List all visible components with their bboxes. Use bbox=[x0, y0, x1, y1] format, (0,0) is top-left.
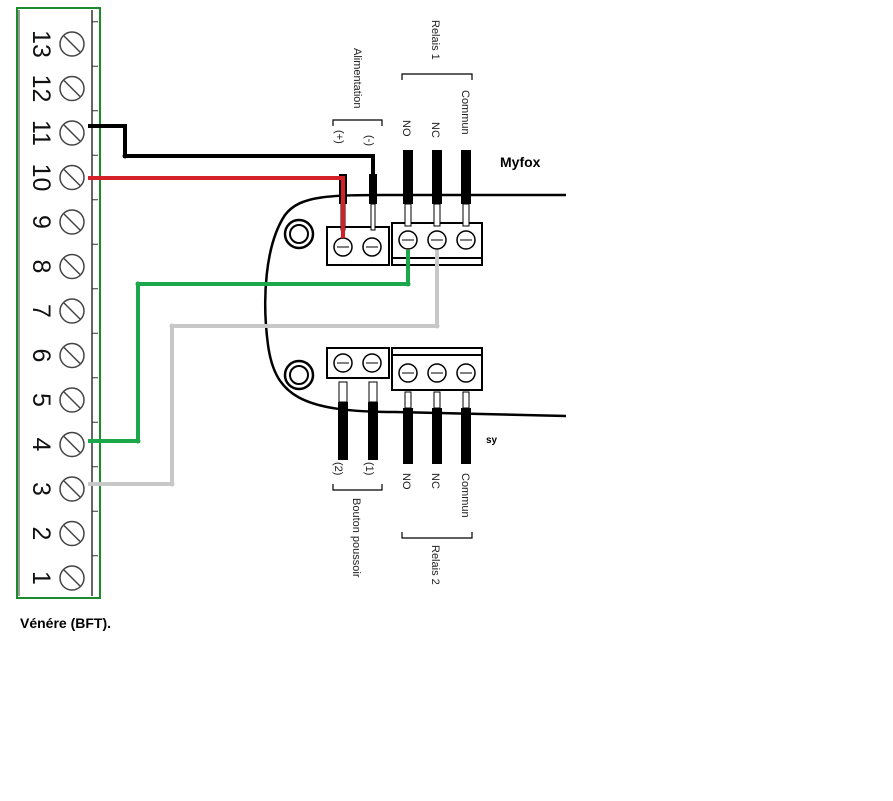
label-alimentation: Alimentation bbox=[351, 48, 363, 109]
module-body bbox=[264, 193, 567, 418]
wire-joints bbox=[122, 153, 440, 487]
screw-slot bbox=[63, 35, 81, 53]
terminal-11: 11 bbox=[27, 110, 98, 146]
label-r2-nc: NC bbox=[429, 473, 441, 489]
label-bouton-poussoir: Bouton poussoir bbox=[350, 498, 362, 578]
label-relais1: Relais 1 bbox=[429, 20, 441, 60]
relais2-connector bbox=[391, 347, 483, 391]
terminal-number: 8 bbox=[27, 260, 55, 274]
screw-slot bbox=[63, 480, 81, 498]
wire-green bbox=[88, 250, 410, 443]
label-r1-no: NO bbox=[400, 120, 412, 137]
terminal-number: 4 bbox=[27, 438, 55, 452]
terminal-10: 10 bbox=[27, 154, 98, 192]
terminal-number: 7 bbox=[27, 304, 55, 318]
wires bbox=[88, 124, 439, 486]
label-r2-no: NO bbox=[400, 473, 412, 490]
screw-slot bbox=[63, 569, 81, 587]
terminal-number: 13 bbox=[27, 30, 55, 58]
wire-red bbox=[88, 176, 345, 238]
screw-slot bbox=[63, 435, 81, 454]
label-r1-nc: NC bbox=[429, 122, 441, 138]
screw-slot bbox=[63, 257, 81, 276]
terminal-9: 9 bbox=[27, 199, 98, 235]
module-leads-bottom bbox=[338, 381, 471, 464]
terminal-block: 13 12 11 10 9 8 7 6 5 4 3 2 1 bbox=[16, 7, 101, 599]
screw-slot bbox=[63, 124, 81, 142]
terminal-number: 10 bbox=[27, 164, 55, 192]
screw-slot bbox=[63, 302, 81, 320]
terminal-3: 3 bbox=[27, 466, 98, 502]
label-alim-plus: (+) bbox=[333, 130, 345, 144]
terminal-4: 4 bbox=[27, 421, 98, 458]
label-r1-commun: Commun bbox=[459, 90, 471, 135]
label-relais2: Relais 2 bbox=[429, 545, 441, 585]
terminal-caption: Vénére (BFT). bbox=[20, 615, 111, 631]
screw-icon bbox=[362, 353, 382, 373]
module-leads-top bbox=[339, 150, 471, 231]
screw-slot bbox=[63, 524, 81, 543]
terminal-7: 7 bbox=[27, 288, 98, 324]
bouton-connector bbox=[326, 347, 390, 379]
terminal-number: 6 bbox=[27, 349, 55, 363]
label-bp2: (2) bbox=[332, 462, 344, 475]
label-sy: sy bbox=[486, 435, 498, 446]
mounting-hole-top bbox=[283, 218, 315, 250]
terminal-8: 8 bbox=[27, 243, 98, 280]
screw-icon bbox=[333, 353, 353, 373]
screw-slot bbox=[63, 213, 81, 231]
screw-icon bbox=[362, 237, 382, 257]
brand-label: Myfox bbox=[500, 154, 541, 170]
terminal-number: 2 bbox=[27, 527, 55, 541]
screw-icon bbox=[456, 230, 476, 250]
screw-slot bbox=[63, 168, 81, 187]
label-alim-minus: (-) bbox=[363, 135, 375, 146]
screw-icon bbox=[427, 230, 447, 250]
mounting-hole-bottom bbox=[283, 359, 315, 391]
screw-slot bbox=[63, 79, 81, 98]
label-bp1: (1) bbox=[363, 462, 375, 475]
wire-black bbox=[88, 124, 375, 176]
terminal-number: 3 bbox=[27, 482, 55, 496]
terminal-number: 5 bbox=[27, 393, 55, 407]
screw-icon bbox=[398, 363, 418, 383]
alimentation-connector bbox=[326, 226, 390, 266]
screw-slot bbox=[63, 346, 81, 365]
terminal-1: 1 bbox=[27, 555, 98, 591]
terminal-2: 2 bbox=[27, 510, 98, 547]
terminal-12: 12 bbox=[27, 65, 98, 103]
terminal-number: 12 bbox=[27, 75, 55, 103]
terminal-number: 9 bbox=[27, 215, 55, 229]
label-r2-commun: Commun bbox=[459, 473, 471, 518]
terminal-number: 1 bbox=[27, 571, 55, 585]
terminal-5: 5 bbox=[27, 377, 98, 413]
terminal-13: 13 bbox=[27, 21, 98, 58]
terminal-number: 11 bbox=[27, 120, 55, 146]
screw-icon bbox=[333, 237, 353, 257]
screw-icon bbox=[456, 363, 476, 383]
screw-icon bbox=[398, 230, 418, 250]
screw-icon bbox=[427, 363, 447, 383]
terminal-6: 6 bbox=[27, 332, 98, 369]
brackets bbox=[332, 73, 473, 539]
screw-slot bbox=[63, 391, 81, 409]
